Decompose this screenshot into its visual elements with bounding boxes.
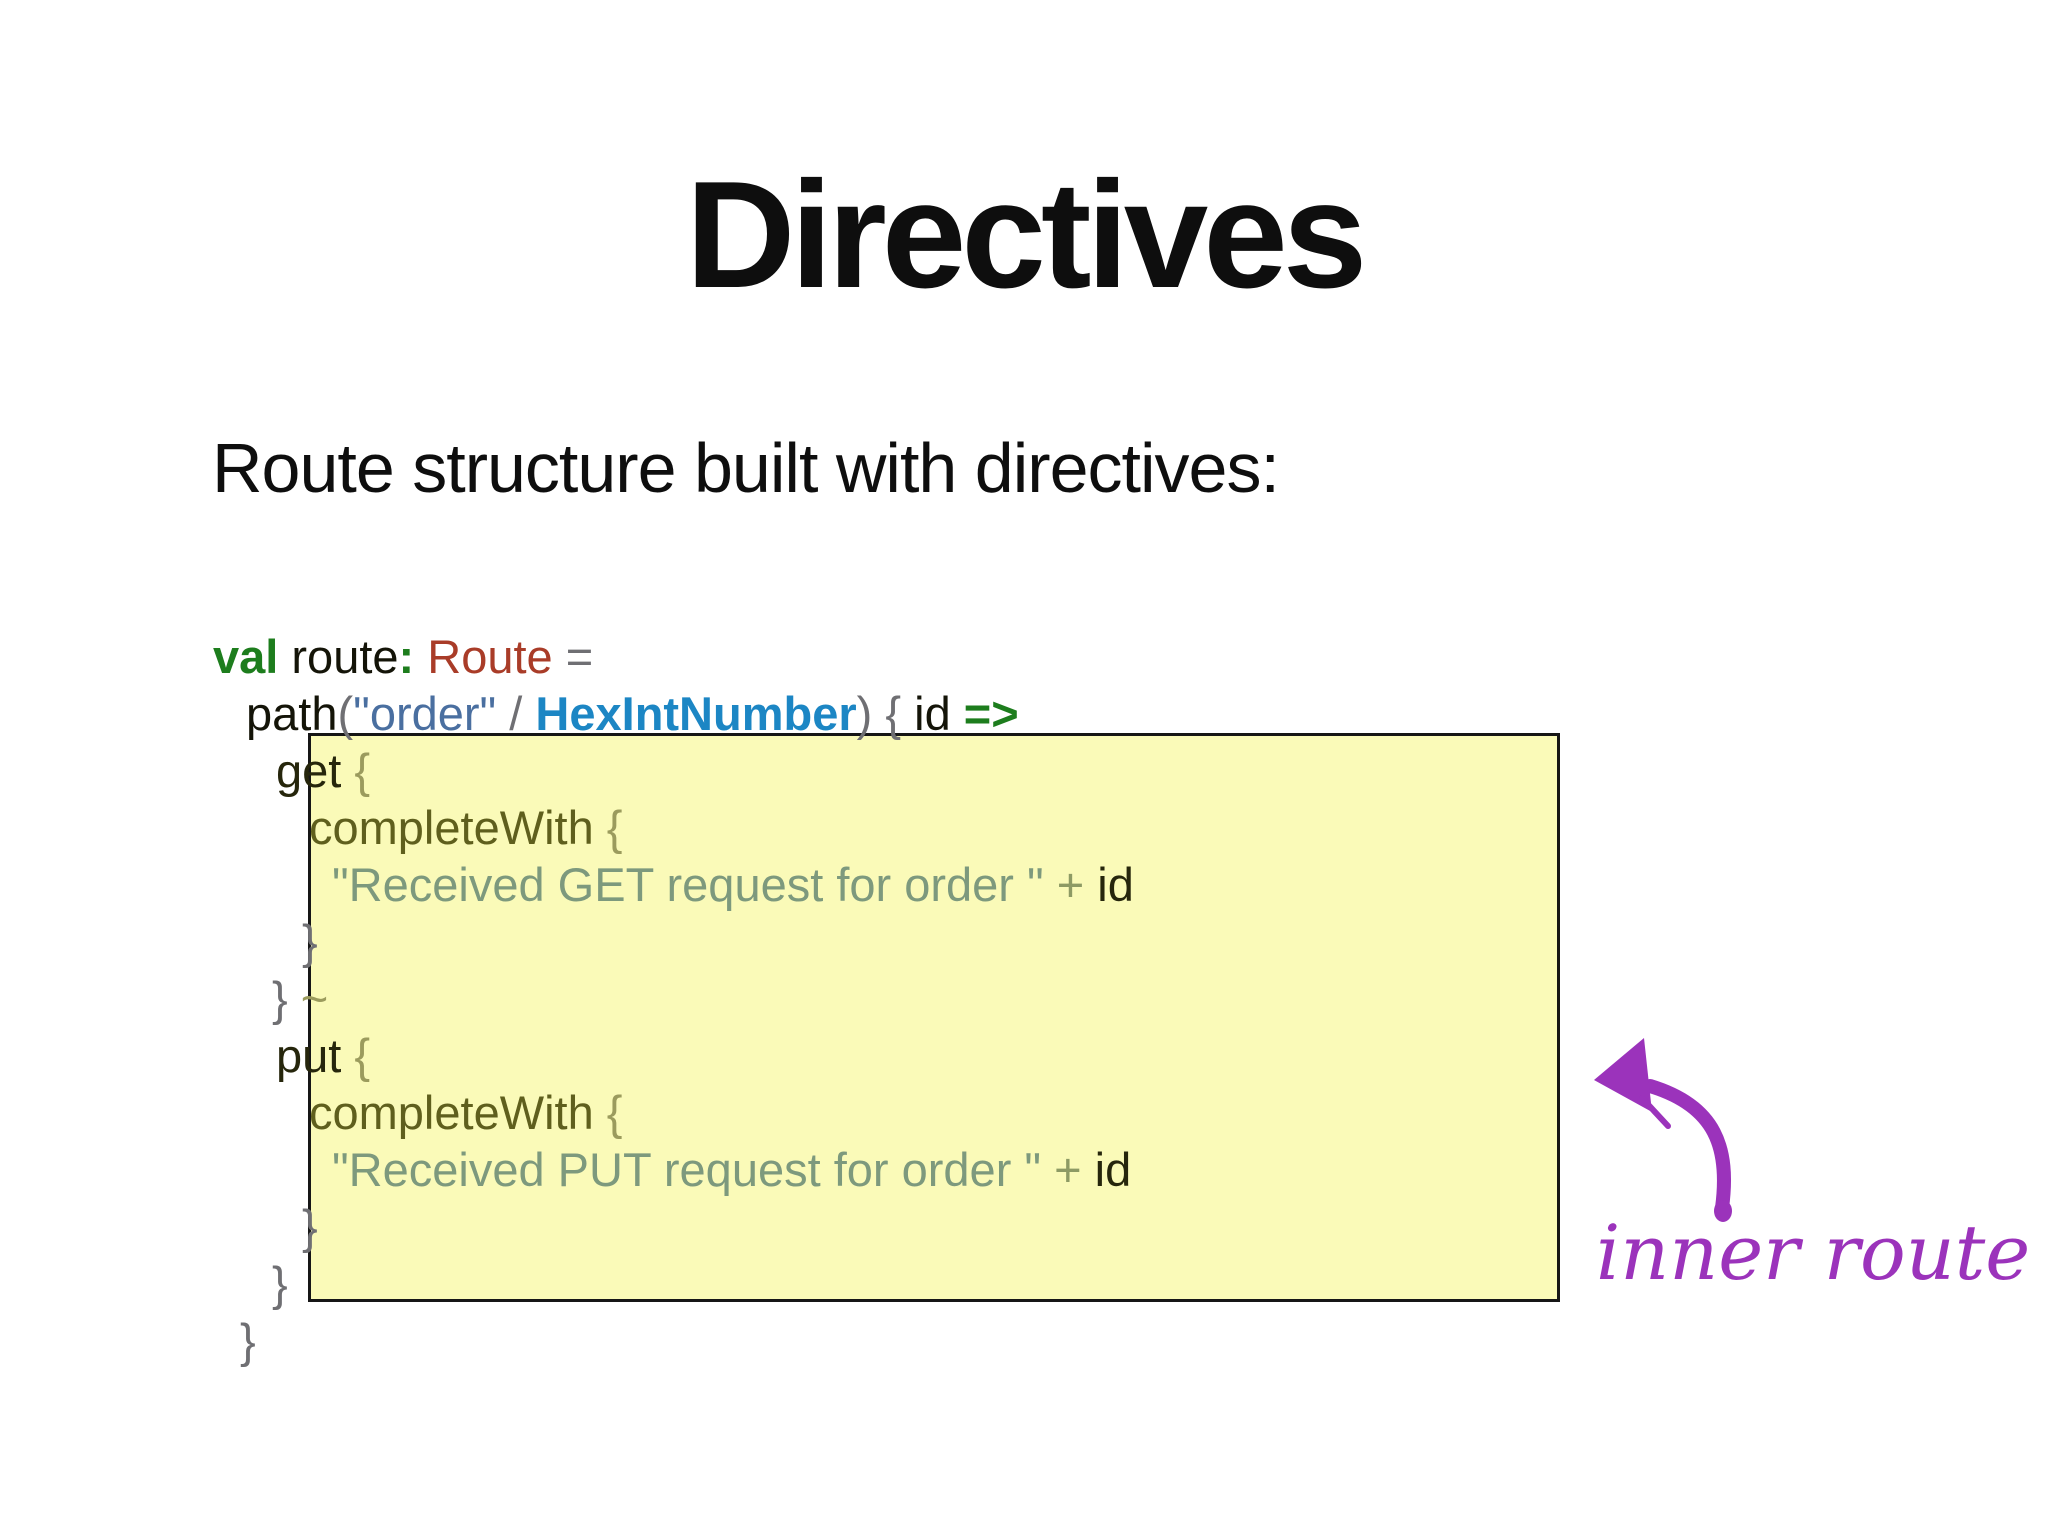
code-line: val route: Route = xyxy=(213,630,594,683)
code-line: path("order" / HexIntNumber) { id => xyxy=(246,687,1019,740)
code-line: } ~ xyxy=(272,972,329,1025)
code-line: put { xyxy=(276,1029,371,1082)
subtitle: Route structure built with directives: xyxy=(212,429,1280,507)
inner-route-label: inner route xyxy=(1596,1208,2031,1297)
code-line: "Received GET request for order " + id xyxy=(332,858,1134,911)
code-line: "Received PUT request for order " + id xyxy=(332,1143,1132,1196)
code-line: } xyxy=(240,1314,256,1367)
code-line: } xyxy=(272,1257,288,1310)
code-line: get { xyxy=(276,744,371,797)
code-line: completeWith { xyxy=(309,1086,623,1139)
page-title: Directives xyxy=(685,150,1368,320)
code-line: } xyxy=(302,1200,318,1253)
inner-route-highlight-box xyxy=(308,733,1560,1302)
code-line: } xyxy=(302,915,318,968)
code-line: completeWith { xyxy=(309,801,623,854)
